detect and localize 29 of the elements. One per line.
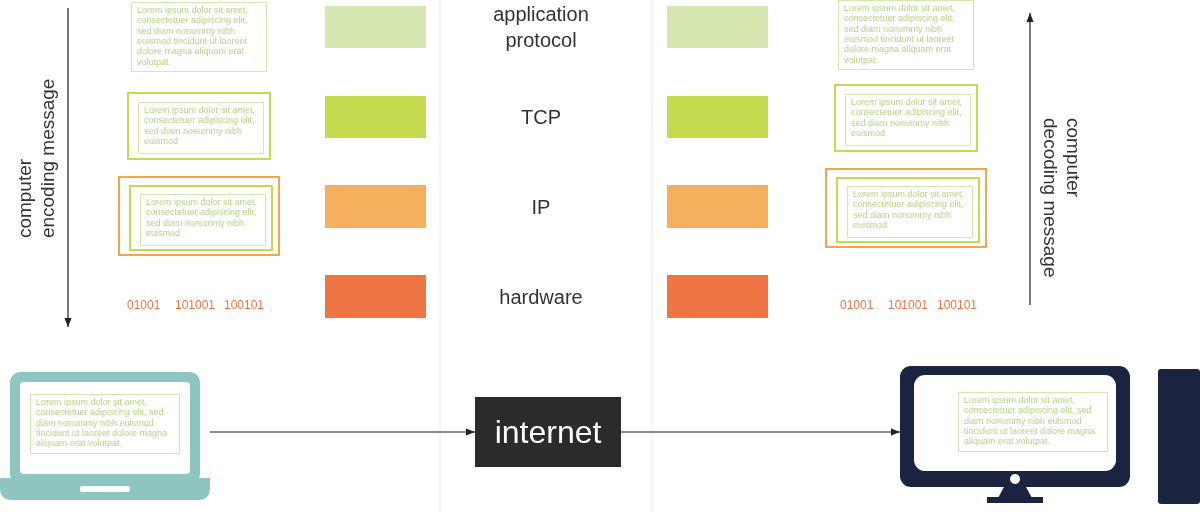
frame-box	[825, 168, 987, 248]
frame-box	[118, 176, 280, 256]
message-box: Lorem ipsum dolor sit amet, consectetuer adipiscing elit, sed diam nonummy nibh euismod	[140, 194, 266, 246]
binary-digits: 01001	[127, 298, 161, 312]
message-box: Lorem ipsum dolor sit amet, consectetuer adipiscing elit, sed diam nonummy nibh euismod	[138, 102, 264, 154]
arrow	[620, 428, 901, 436]
message-box: Lorem ipsum dolor sit amet, consectetuer adipiscing elit, sed diam nonummy nibh euismod tincidunt ut laoreet dolore magna aliquam erat volutpat.	[131, 2, 267, 72]
frame-box	[836, 177, 980, 243]
message-box: Lorem ipsum dolor sit amet, consectetuer adipiscing elit, sed diam nonummy nibh euismod tincidunt ut laoreet dolore magna aliquam erat volutpat.	[30, 394, 180, 454]
legend-label: hardware	[498, 284, 584, 310]
message-box: Lorem ipsum dolor sit amet, consectetuer adipiscing elit, sed diam nonummy nibh euismod	[845, 94, 971, 146]
binary-digits: 101001	[888, 298, 929, 312]
legend-label: IP	[530, 194, 552, 220]
frame-box	[127, 92, 271, 160]
side-caption: computer decoding message	[1039, 118, 1085, 279]
message-box: Lorem ipsum dolor sit amet, consectetuer adipiscing elit, sed diam nonummy nibh euismod tincidunt ut laoreet dolore magna aliquam erat volutpat.	[958, 392, 1108, 452]
binary-digits: 01001	[840, 298, 874, 312]
frame-box	[129, 185, 273, 251]
message-box: Lorem ipsum dolor sit amet, consectetuer adipiscing elit, sed diam nonummy nibh euismod	[847, 186, 973, 238]
binary-digits: 101001	[175, 298, 216, 312]
legend-label: application protocol	[492, 2, 590, 53]
binary-digits: 100101	[937, 298, 978, 312]
frame-box	[834, 84, 978, 152]
side-caption: computer encoding message	[13, 77, 59, 238]
message-box: Lorem ipsum dolor sit amet, consectetuer adipiscing elit, sed diam nonummy nibh euismod tincidunt ut laoreet dolore magna aliquam erat volutpat.	[838, 0, 974, 70]
arrow	[209, 428, 476, 436]
legend-label: TCP	[520, 105, 562, 130]
binary-digits: 100101	[224, 298, 265, 312]
internet-box: internet	[475, 397, 621, 467]
